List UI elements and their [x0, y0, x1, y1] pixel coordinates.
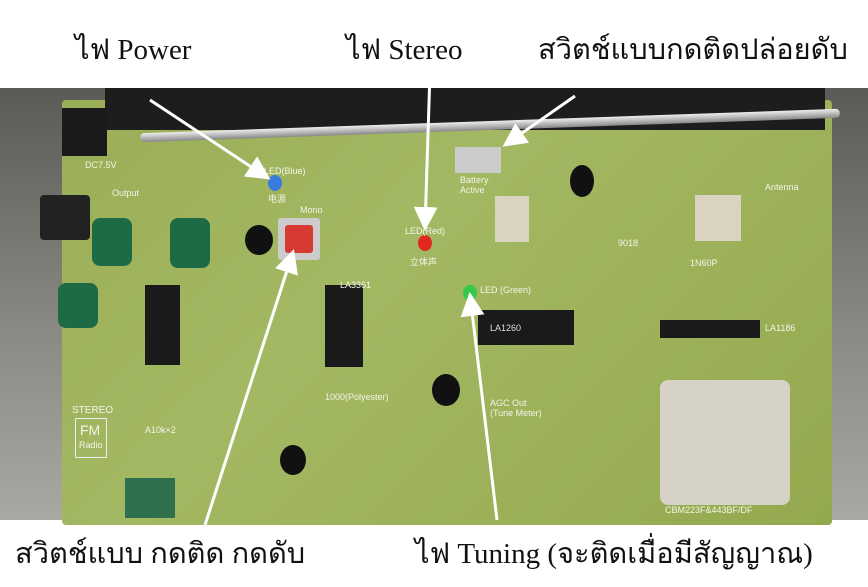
caption-stereo-led: ไฟ Stereo [346, 34, 463, 66]
label-led-green: LED (Green) [480, 285, 532, 295]
label-la1260: LA1260 [490, 323, 522, 333]
label-pot: A10k×2 [145, 425, 176, 435]
dc-jack [62, 108, 107, 156]
arrow-stereo [413, 71, 438, 231]
fm-logo-box [75, 418, 107, 458]
capacitor [245, 225, 273, 255]
label-output: Output [112, 188, 140, 198]
variable-capacitor[interactable] [660, 380, 790, 505]
battery-active-switch[interactable] [455, 147, 501, 173]
ic-la3361 [325, 285, 363, 367]
caption-power-led: ไฟ Power [75, 34, 192, 66]
capacitor [432, 374, 460, 406]
label-agc: AGC Out (Tune Meter) [490, 398, 542, 418]
capacitor [570, 165, 594, 197]
capacitor [170, 218, 210, 268]
label-antenna: Antenna [765, 182, 799, 192]
label-led-red: LED(Red) [405, 226, 446, 236]
arrow-power [149, 98, 271, 180]
label-stereo: STEREO [72, 405, 114, 416]
if-coil [495, 196, 529, 242]
label-cbm: CBM223F&443BF/DF [665, 505, 753, 515]
capacitor [280, 445, 306, 475]
label-dc: DC7.5V [85, 160, 117, 170]
capacitor [58, 283, 98, 328]
audio-output-jack [40, 195, 90, 240]
label-led-blue: LED(Blue) [264, 166, 306, 176]
ic-amplifier [145, 285, 180, 365]
label-stereo-cn: 立体声 [410, 257, 438, 267]
arrow-latching [502, 94, 576, 147]
label-mono: Mono [300, 205, 323, 215]
arrow-push [203, 249, 298, 526]
caption-tuning-led: ไฟ Tuning (จะติดเมื่อมีสัญญาณ) [415, 538, 813, 570]
push-switch-button[interactable] [285, 225, 313, 253]
volume-potentiometer[interactable] [125, 478, 175, 518]
caption-latching-switch: สวิตช์แบบกดติดปล่อยดับ [538, 34, 848, 66]
label-battery: Battery Active [460, 175, 489, 195]
label-power-cn: 电源 [268, 194, 287, 204]
label-fm: FM [80, 422, 101, 438]
capacitor [92, 218, 132, 266]
blue-led [268, 175, 282, 191]
arrow-tuning [460, 292, 499, 521]
label-radio: Radio [79, 440, 103, 450]
ic-la1260 [478, 310, 574, 345]
if-coil [695, 195, 741, 241]
ic-la1186 [660, 320, 760, 338]
caption-push-switch: สวิตช์แบบ กดติด กดดับ [15, 538, 306, 570]
label-la1186: LA1186 [765, 323, 796, 333]
label-la3361: LA3361 [340, 280, 372, 290]
label-9018: 9018 [618, 238, 639, 248]
label-diode: 1N60P [690, 258, 718, 268]
label-polyester: 1000(Polyester) [325, 392, 389, 402]
red-led [418, 235, 432, 251]
